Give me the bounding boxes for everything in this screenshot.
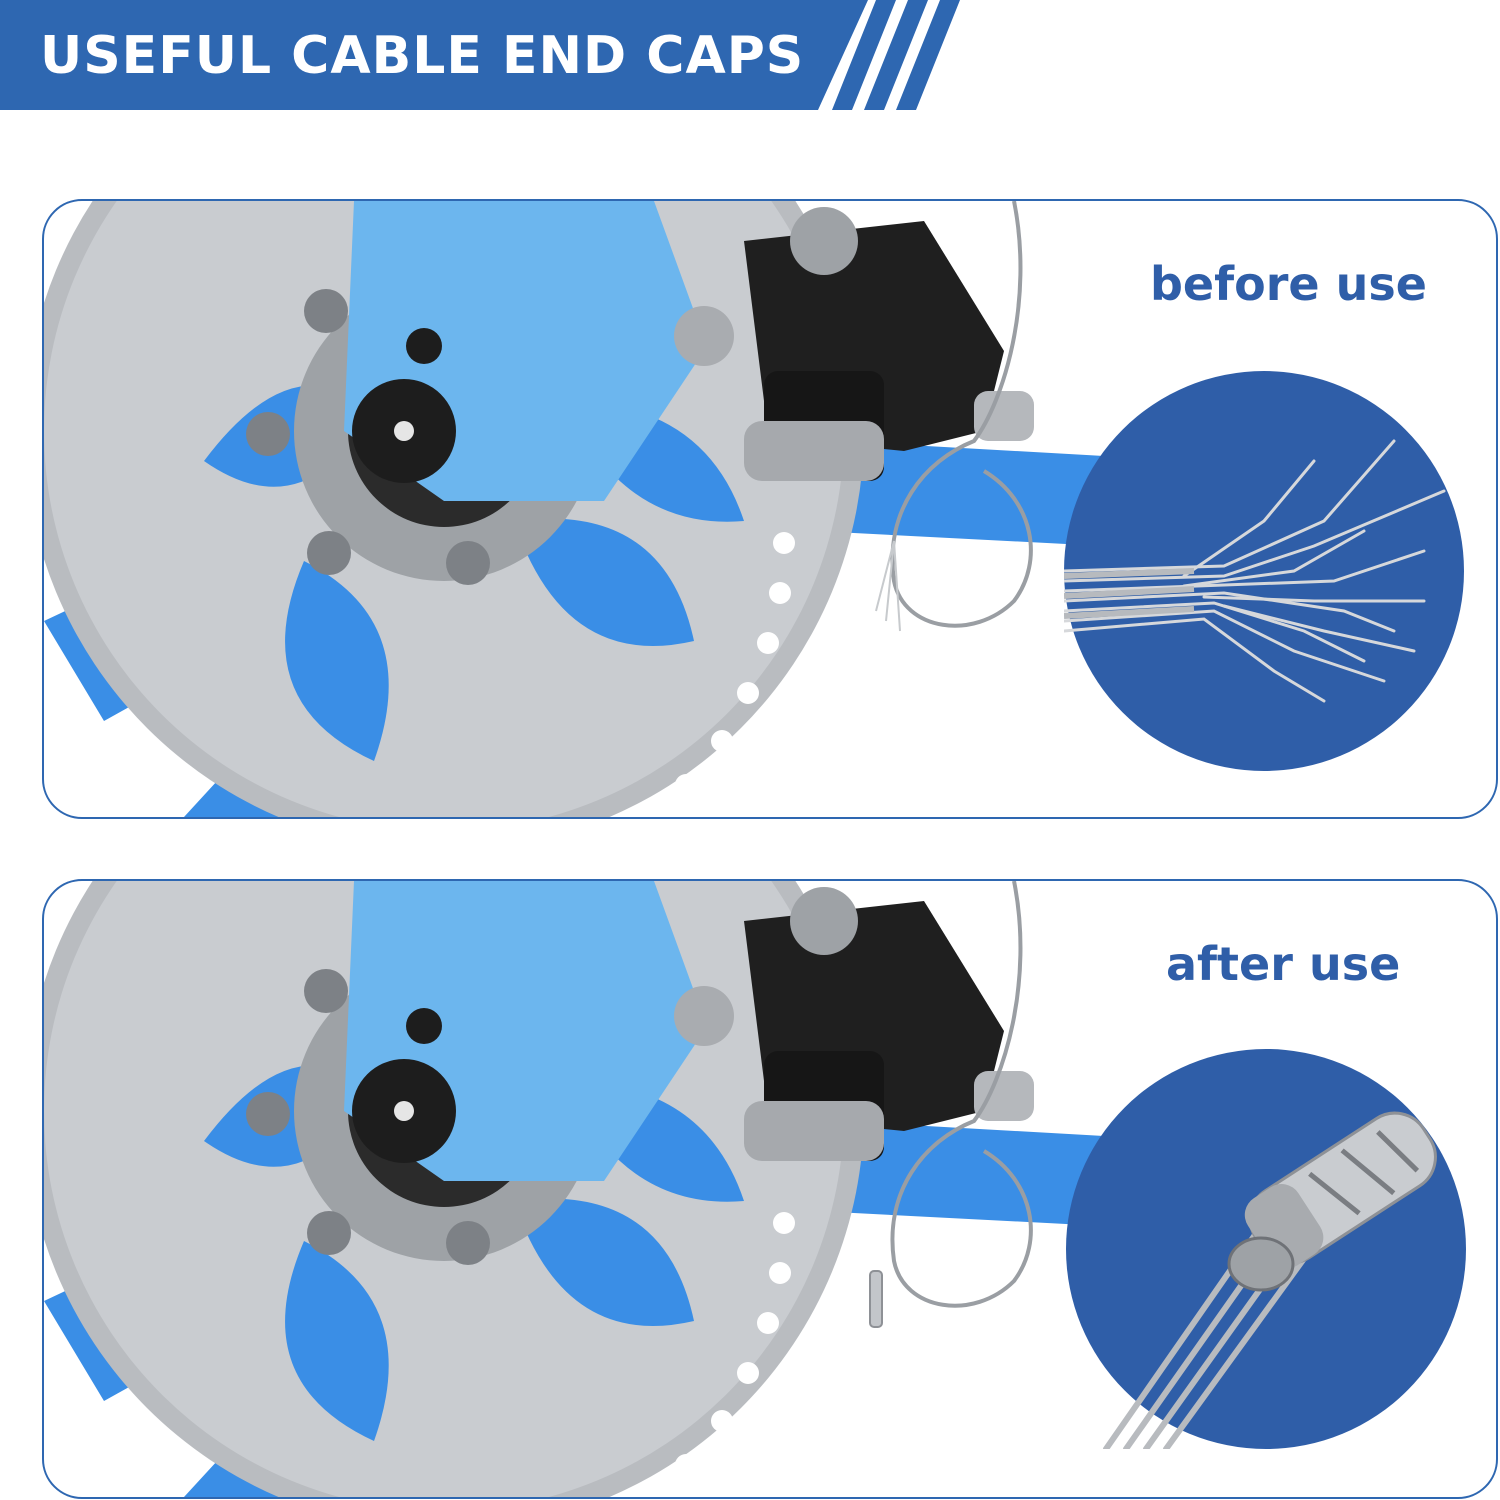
frayed-cable-icon [1064, 371, 1464, 771]
page-title: USEFUL CABLE END CAPS [40, 26, 805, 86]
after-use-label: after use [1166, 937, 1401, 991]
brake-scene-after [44, 881, 1104, 1497]
before-use-panel: before use [42, 199, 1498, 819]
header-banner: USEFUL CABLE END CAPS [0, 0, 1500, 112]
cable-end-cap-icon [1066, 1049, 1466, 1449]
banner-shape [0, 0, 960, 110]
before-use-label: before use [1150, 257, 1427, 311]
brake-scene-before [44, 201, 1104, 817]
after-use-panel: after use [42, 879, 1498, 1499]
